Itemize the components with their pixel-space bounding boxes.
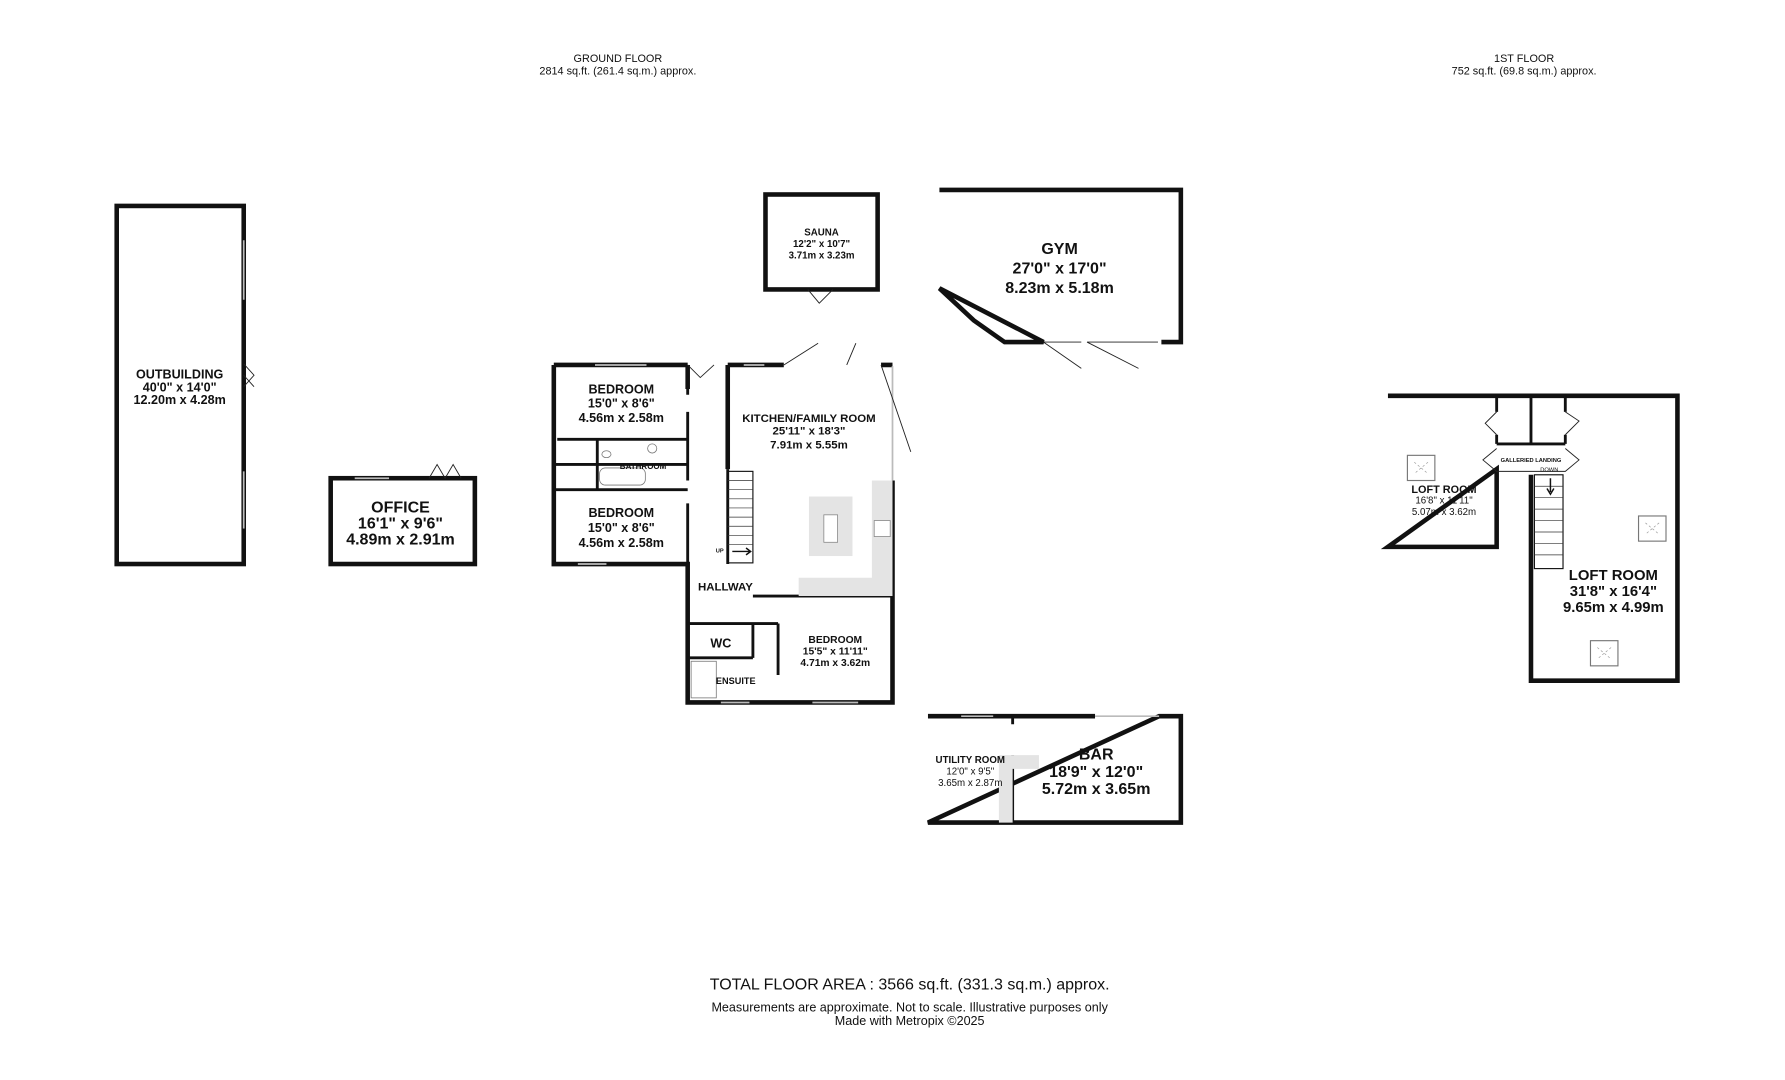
ground-floor-title: GROUND FLOOR [574,53,663,65]
bar-name: BAR [1079,747,1114,764]
bedroom3-name: BEDROOM [808,635,862,646]
bedroom1-metric: 4.56m x 2.58m [579,411,664,425]
hallway-name: HALLWAY [698,581,753,593]
bathroom-name: BATHROOM [620,462,667,471]
room-gym: GYM 27'0" x 17'0" 8.23m x 5.18m [937,187,1184,369]
stairs-icon [1533,474,1564,570]
loft1-name: LOFT ROOM [1411,484,1476,496]
kitchen-name: KITCHEN/FAMILY ROOM [742,413,875,425]
kitchen-imperial: 25'11" x 18'3" [773,426,846,438]
bedroom3-metric: 4.71m x 3.62m [800,658,870,669]
room-sauna: SAUNA 12'2" x 10'7" 3.71m x 3.23m [763,192,880,304]
loft2-metric: 9.65m x 4.99m [1563,600,1664,616]
room-metric: 4.89m x 2.91m [346,532,455,549]
room-imperial: 16'1" x 9'6" [358,516,443,533]
bedroom2-metric: 4.56m x 2.58m [579,536,664,550]
room-name: GYM [1041,241,1077,258]
loft2-name: LOFT ROOM [1569,568,1658,584]
loft1-metric: 5.07m x 3.62m [1412,507,1476,518]
room-bar-utility: UTILITY ROOM 12'0" x 9'5" 3.65m x 2.87m … [927,713,1184,825]
stairs-down-label: DOWN [1540,467,1558,473]
room-name: SAUNA [804,228,839,239]
skylight-icon [1589,640,1619,667]
room-outbuilding: OUTBUILDING 40'0" x 14'0" 12.20m x 4.28m [114,203,255,567]
room-imperial: 27'0" x 17'0" [1013,260,1107,277]
room-name: OFFICE [371,500,430,517]
room-office: OFFICE 16'1" x 9'6" 4.89m x 2.91m [328,463,478,567]
stairs-icon [727,470,754,564]
loft2-imperial: 31'8" x 16'4" [1570,584,1657,600]
utility-name: UTILITY ROOM [936,755,1005,766]
room-metric: 8.23m x 5.18m [1005,280,1114,297]
room-metric: 12.20m x 4.28m [133,393,225,407]
bedroom1-name: BEDROOM [588,383,654,397]
ground-floor-area: 2814 sq.ft. (261.4 sq.m.) approx. [539,65,696,77]
wc-name: WC [710,637,731,651]
bar-imperial: 18'9" x 12'0" [1049,764,1143,781]
utility-imperial: 12'0" x 9'5" [946,767,994,778]
loft1-imperial: 16'8" x 11'11" [1415,495,1473,506]
skylight-icon [1637,515,1667,542]
bedroom2-imperial: 15'0" x 8'6" [588,521,655,535]
skylight-icon [1406,454,1436,482]
main-house: UP BEDROOM 15'0" x 8'6" 4.56m x 2.58m BA… [551,342,912,705]
disclaimer: Measurements are approximate. Not to sca… [711,1000,1108,1014]
room-imperial: 40'0" x 14'0" [143,380,217,394]
first-floor-plan: GALLERIED LANDING DOWN LOFT ROOM 16'8" x… [1380,393,1680,684]
kitchen-metric: 7.91m x 5.55m [770,439,848,451]
bedroom3-imperial: 15'5" x 11'11" [803,646,868,657]
stairs-up-label: UP [716,549,724,555]
total-floor-area: TOTAL FLOOR AREA : 3566 sq.ft. (331.3 sq… [710,977,1110,994]
credit: Made with Metropix ©2025 [835,1014,985,1028]
bar-metric: 5.72m x 3.65m [1042,781,1151,798]
bedroom1-imperial: 15'0" x 8'6" [588,396,655,410]
ensuite-name: ENSUITE [716,676,756,686]
room-name: OUTBUILDING [136,368,223,382]
room-metric: 3.71m x 3.23m [789,251,855,262]
first-floor-area: 752 sq.ft. (69.8 sq.m.) approx. [1452,65,1597,77]
landing-name: GALLERIED LANDING [1501,458,1562,464]
first-floor-title: 1ST FLOOR [1494,53,1554,65]
room-imperial: 12'2" x 10'7" [793,239,850,250]
utility-metric: 3.65m x 2.87m [938,778,1002,789]
bedroom2-name: BEDROOM [588,506,654,520]
